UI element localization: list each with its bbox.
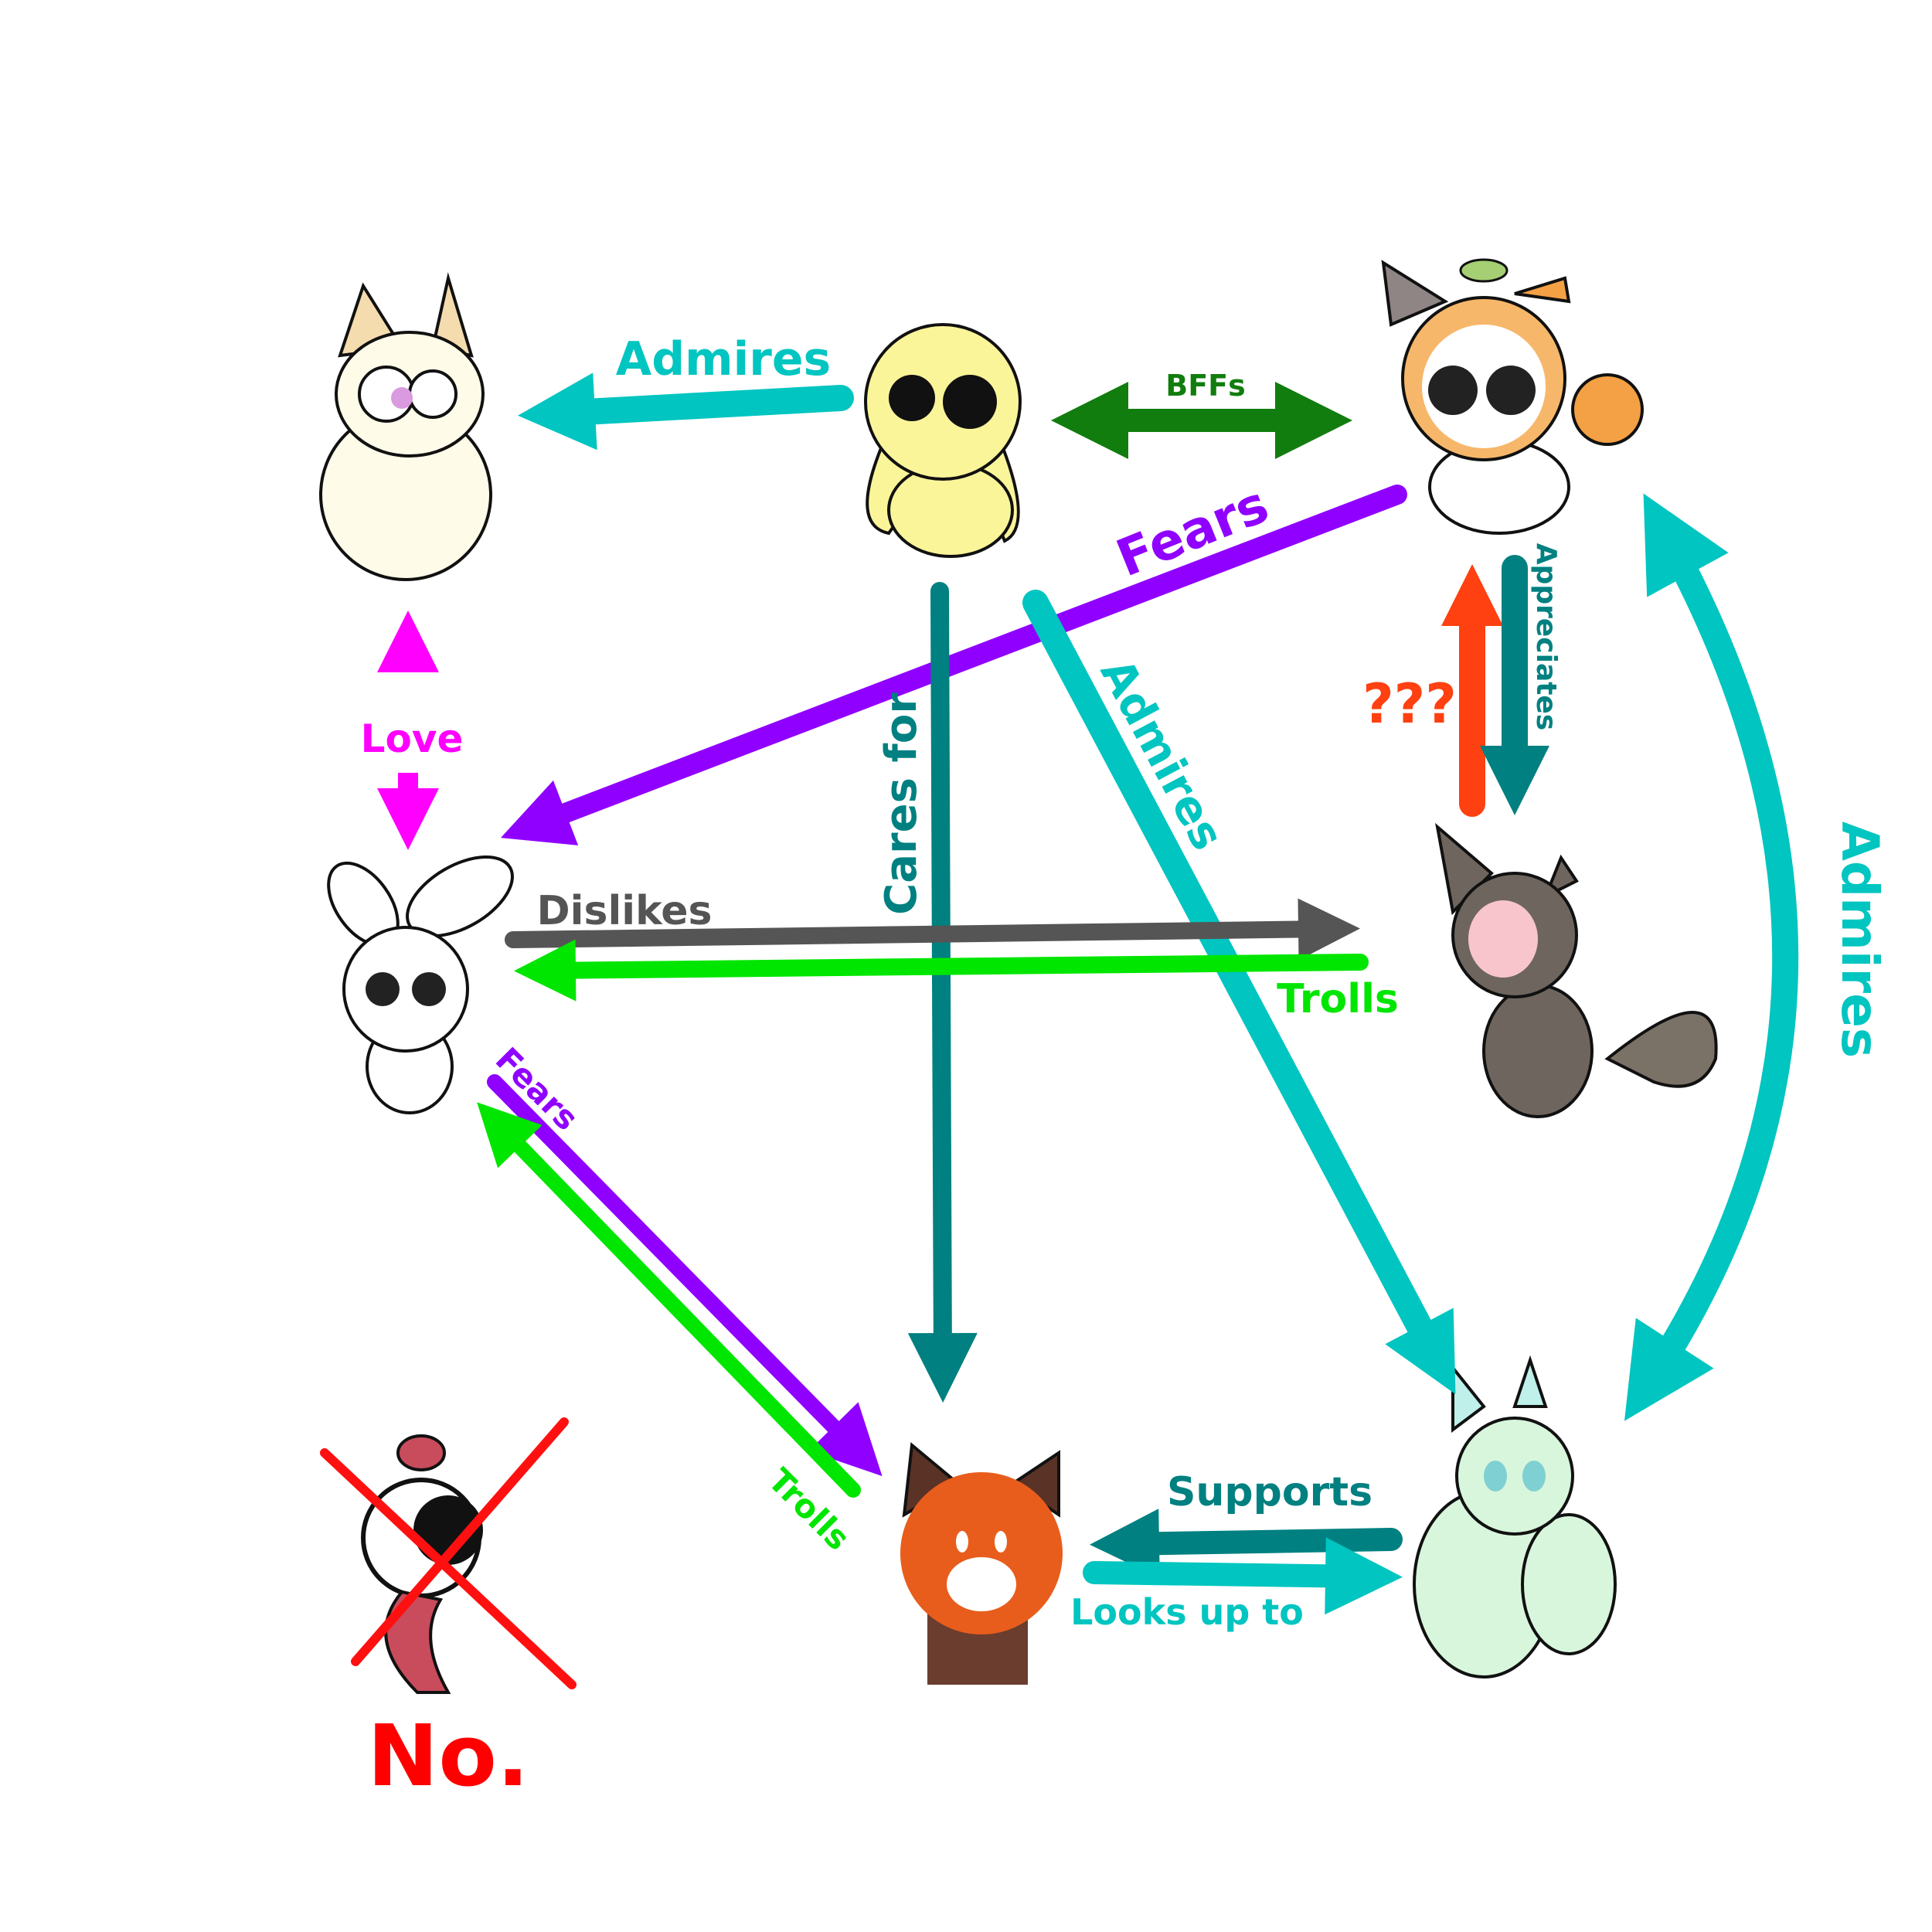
label-supports: Supports [1167, 1469, 1372, 1515]
character-calico-cat [1381, 258, 1644, 535]
arrow-admires-diagonal [1022, 590, 1456, 1395]
label-admires-curve: Admires [1830, 821, 1889, 1058]
arrow-trolls-mid [514, 939, 1369, 1002]
label-looks-up-to: Looks up to [1070, 1591, 1304, 1633]
arrow-fears-low [487, 1074, 883, 1477]
arrow-admires-top [518, 372, 854, 451]
label-rejected: No. [367, 1706, 529, 1805]
label-trolls-mid: Trolls [1277, 976, 1399, 1022]
cross-mark [320, 1448, 577, 1689]
arrow-trolls-low [477, 1102, 861, 1498]
label-cares-for: Cares for [876, 692, 927, 915]
arrow-supports [1090, 1509, 1403, 1579]
label-dislikes: Dislikes [537, 888, 713, 934]
arrow-dislikes [505, 898, 1360, 961]
character-yellow-dog [864, 323, 1022, 558]
label-love: Love [361, 716, 464, 761]
character-bunny [327, 855, 514, 1114]
label-appreciates: Appreciates [1530, 543, 1562, 731]
character-gray-wolf [1435, 822, 1718, 1118]
arrow-cares-for [907, 582, 978, 1403]
label-unknown: ??? [1362, 672, 1457, 736]
character-cream-cat [319, 272, 492, 581]
label-admires-top: Admires [616, 332, 831, 386]
character-rejected [320, 1417, 577, 1694]
arrow-admires-curve [1624, 493, 1799, 1421]
cross-mark [351, 1417, 569, 1666]
arrow-fears-top [500, 485, 1407, 845]
arrow-looks-up-to [1083, 1537, 1403, 1615]
label-bffs: BFFs [1165, 369, 1246, 403]
character-mint-fox [1413, 1355, 1617, 1679]
character-red-panda [900, 1442, 1063, 1685]
